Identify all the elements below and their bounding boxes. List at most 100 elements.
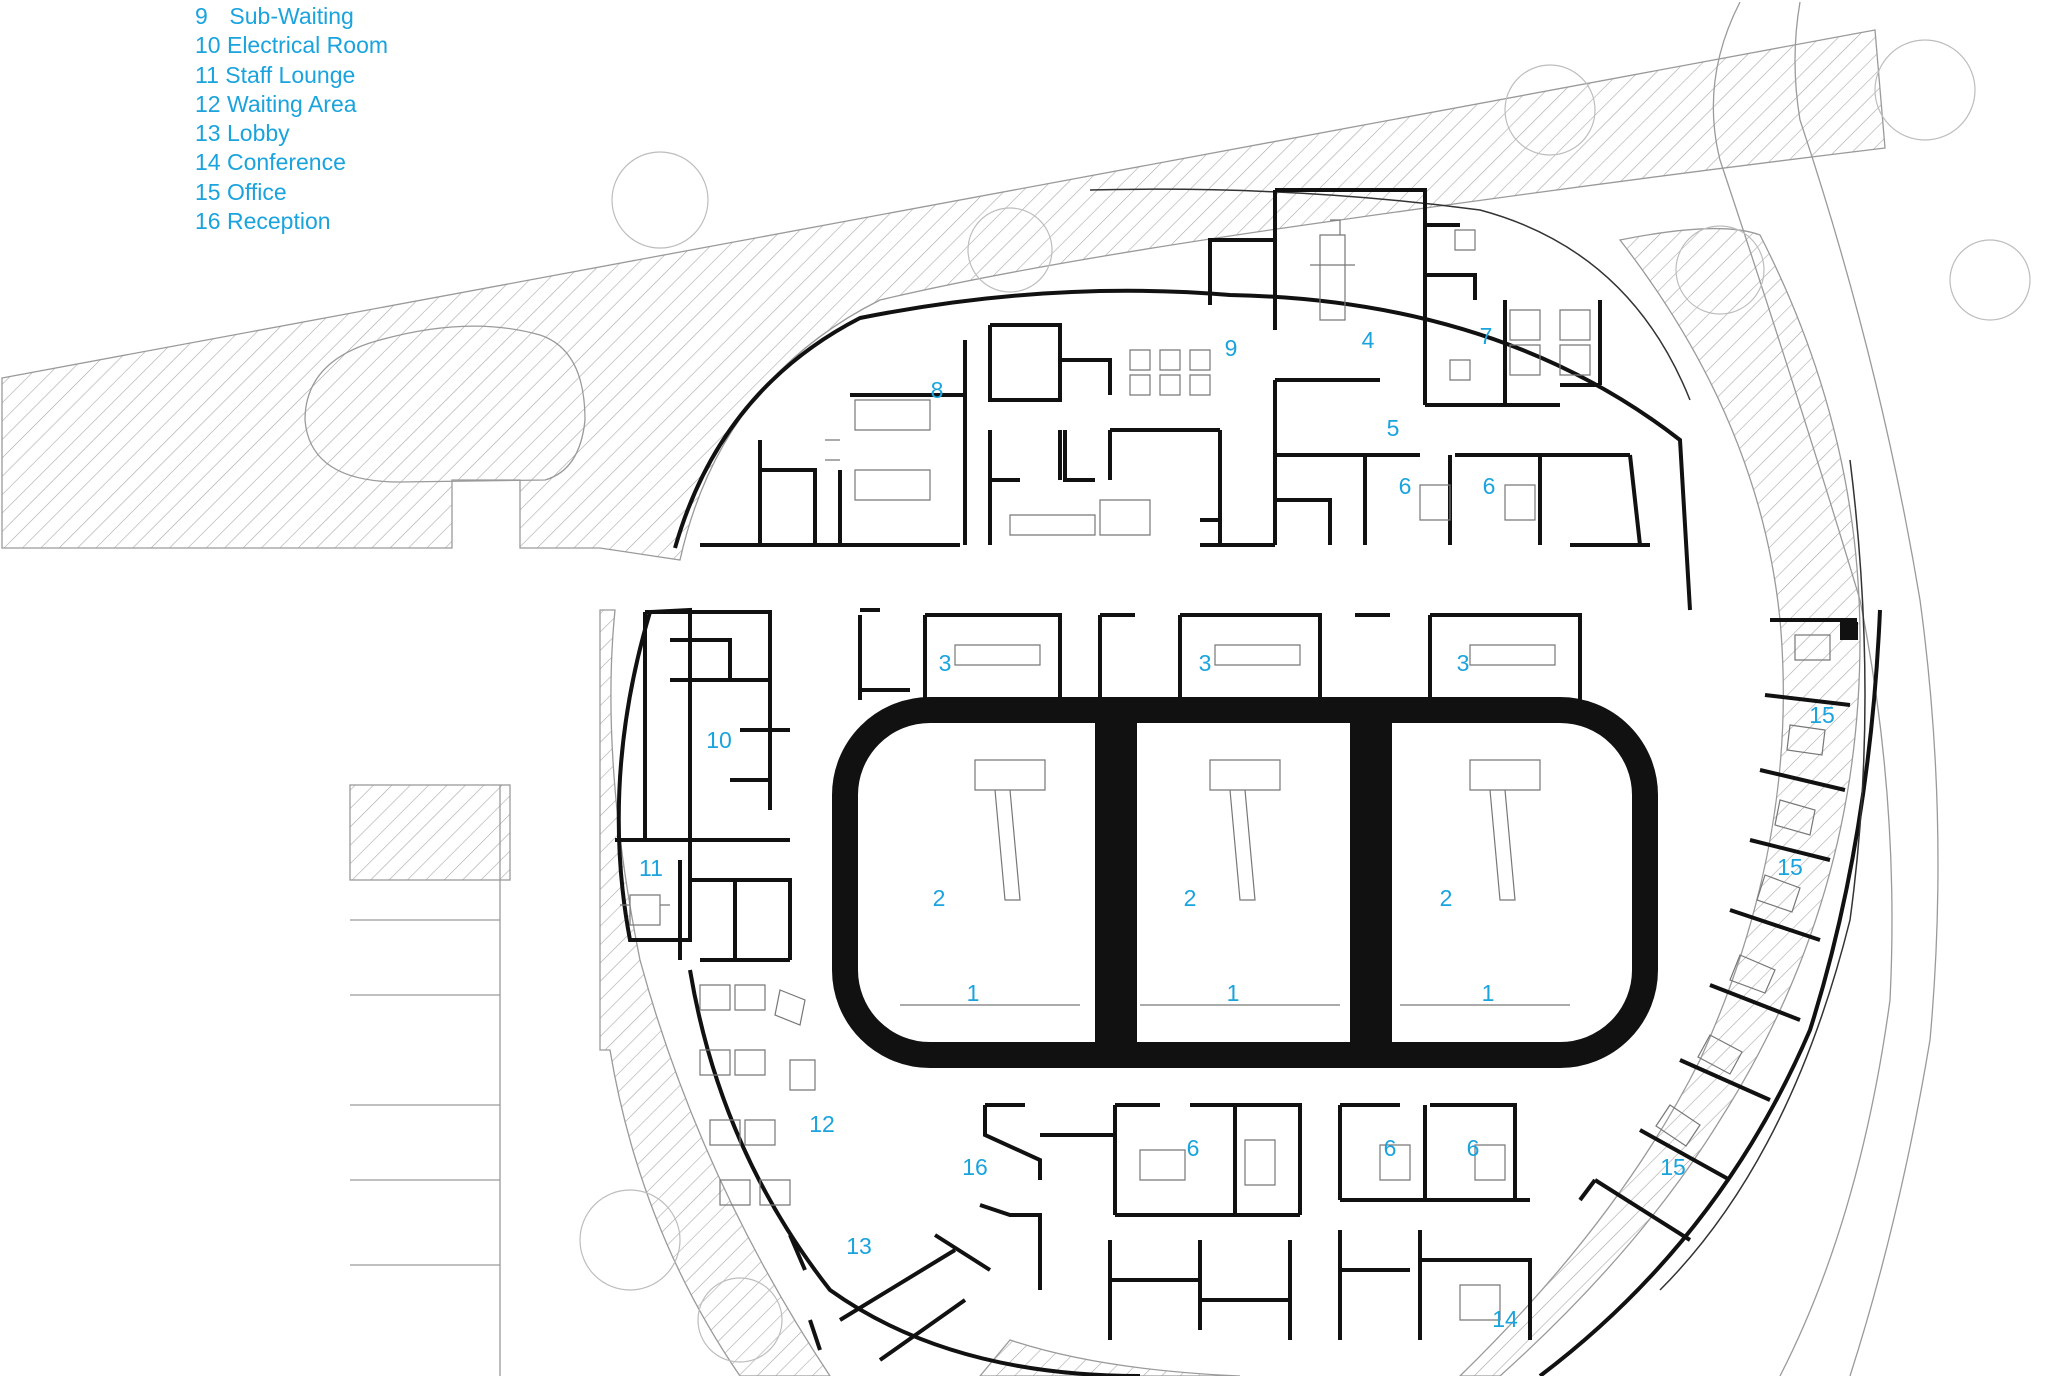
east-offices <box>1578 618 1858 1242</box>
room-label-6: 6 <box>1187 1135 1200 1161</box>
south-toilets-walls <box>1108 1230 1532 1340</box>
tree-icon <box>1504 64 1596 156</box>
room-11-walls <box>615 838 792 962</box>
room-label-3: 3 <box>939 650 952 676</box>
office-desks <box>1655 634 1831 1147</box>
room-label-6: 6 <box>1399 473 1412 499</box>
legend: 9 Sub-Waiting 10 Electrical Room 11 Staf… <box>195 2 388 236</box>
legend-item: 14 Conference <box>195 148 388 177</box>
room-6-south-walls <box>1115 1103 1530 1217</box>
legend-label: Lobby <box>226 120 290 147</box>
legend-number: 11 <box>195 61 219 88</box>
legend-number: 12 <box>195 90 221 117</box>
hatched-landscape-west <box>599 609 831 1376</box>
office-radial-walls <box>1578 618 1857 1242</box>
north-canopy <box>1089 188 1691 401</box>
room-label-6: 6 <box>1384 1135 1397 1161</box>
parking-island <box>304 325 586 483</box>
room-4-equipment <box>1310 219 1355 321</box>
room-label-6: 6 <box>1467 1135 1480 1161</box>
office-corner-column <box>1840 622 1858 640</box>
hatched-landscape-south <box>979 1339 1241 1376</box>
legend-label: Reception <box>226 208 331 235</box>
building-shell <box>616 188 1882 1376</box>
room-6-south-chairs <box>1139 1139 1506 1186</box>
sterilization-row-walls <box>858 608 1582 700</box>
room-label-7: 7 <box>1480 323 1493 349</box>
room-9-walls <box>1200 238 1275 547</box>
legend-item: 15 Office <box>195 178 388 207</box>
hatched-landscape-east <box>1459 227 1861 1376</box>
room-labels: 1 1 1 2 2 2 3 3 3 4 5 6 6 6 6 6 7 8 9 10… <box>639 323 1835 1332</box>
room-label-8: 8 <box>931 377 944 403</box>
pillar-b <box>1350 710 1392 1055</box>
room-label-15: 15 <box>1777 854 1803 880</box>
room-label-2: 2 <box>1440 885 1453 911</box>
legend-item: 16 Reception <box>195 207 388 236</box>
waiting-area-seating <box>699 984 816 1206</box>
legend-number: 15 <box>195 178 221 205</box>
room-label-11: 11 <box>639 855 663 881</box>
operatory-core <box>832 608 1658 1068</box>
conference-table <box>1459 1284 1501 1321</box>
legend-item: 12 Waiting Area <box>195 90 388 119</box>
room-label-5: 5 <box>1387 415 1400 441</box>
legend-label: Waiting Area <box>226 90 357 117</box>
room-label-10: 10 <box>706 727 732 753</box>
reception-16-walls <box>979 1103 1117 1290</box>
room-label-4: 4 <box>1362 327 1375 353</box>
north-wing <box>700 188 1650 547</box>
room-label-2: 2 <box>933 885 946 911</box>
room-label-1: 1 <box>967 980 980 1006</box>
west-wing <box>615 610 792 962</box>
room-7-walls <box>1425 223 1602 407</box>
lobby-entry-walls <box>788 1233 992 1362</box>
toilet-block-walls <box>988 323 1220 545</box>
room-5-6-walls <box>1273 453 1650 547</box>
legend-label: Office <box>226 178 287 205</box>
legend-item: 9 Sub-Waiting <box>195 2 388 31</box>
hatched-landscape-northwest <box>1 29 1886 561</box>
tree-icon <box>1874 39 1976 141</box>
tree-icon <box>1949 239 2031 321</box>
legend-label: Staff Lounge <box>225 61 356 88</box>
tree-icon <box>697 1277 783 1363</box>
room-8-walls <box>700 340 967 547</box>
tree-icon <box>611 151 709 249</box>
room-label-12: 12 <box>809 1111 835 1137</box>
road-curve-east-outer <box>1794 1 1939 1376</box>
room-label-15: 15 <box>1660 1154 1686 1180</box>
operatory-dental-chairs <box>974 759 1541 901</box>
room-label-16: 16 <box>962 1154 988 1180</box>
east-curved-facade <box>1538 609 1882 1376</box>
trees <box>579 39 2031 1363</box>
south-curved-facade <box>688 969 1141 1376</box>
west-facade <box>616 607 692 942</box>
tree-icon <box>1675 225 1765 315</box>
legend-number: 16 <box>195 208 221 235</box>
room-label-1: 1 <box>1482 980 1495 1006</box>
room-label-15: 15 <box>1809 702 1835 728</box>
core-heavy-outline <box>832 697 1658 1068</box>
room-8-fixtures <box>825 399 931 501</box>
tree-icon <box>579 1189 681 1291</box>
room-label-2: 2 <box>1184 885 1197 911</box>
room-label-6: 6 <box>1483 473 1496 499</box>
room-10-walls <box>643 610 790 842</box>
legend-item: 11 Staff Lounge <box>195 61 388 90</box>
legend-number: 13 <box>195 120 221 147</box>
legend-label: Sub-Waiting <box>229 3 354 29</box>
legend-number: 14 <box>195 149 221 176</box>
room-6-treatment-chairs-north <box>1419 484 1536 521</box>
tree-icon <box>967 207 1053 293</box>
south-wing <box>699 984 1532 1362</box>
legend-label: Conference <box>226 149 346 176</box>
hatched-parking-strip <box>349 784 511 881</box>
room-7-workstations <box>1449 229 1591 381</box>
legend-label: Electrical Room <box>226 32 389 59</box>
east-canopy <box>1659 459 1866 1291</box>
legend-item: 10 Electrical Room <box>195 31 388 60</box>
staff-lounge-table <box>620 894 670 926</box>
room-label-1: 1 <box>1227 980 1240 1006</box>
